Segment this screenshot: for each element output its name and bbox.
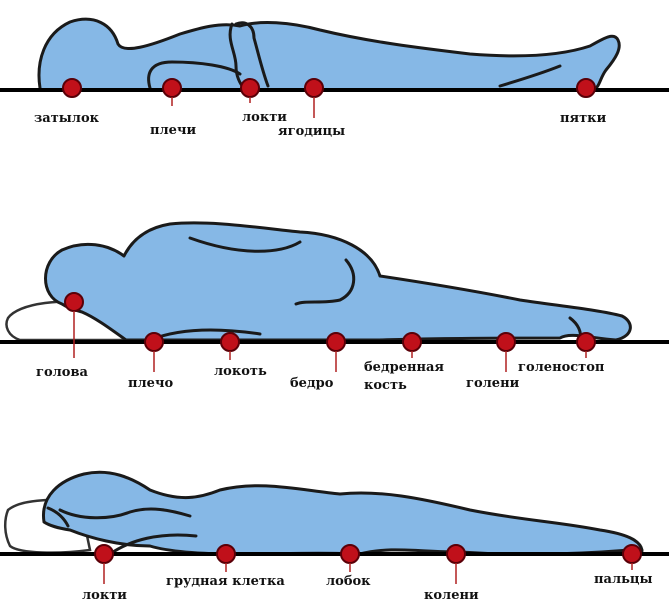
side-head-point — [65, 293, 83, 311]
label-femur-line1: бедренная — [364, 360, 444, 375]
supine-elbows-point — [241, 79, 259, 97]
label-pubis: лобок — [326, 574, 371, 589]
label-shoulder: плечо — [128, 376, 173, 391]
supine-panel: затылок плечи локти ягодицы пятки — [0, 0, 669, 160]
prone-toes-point — [623, 545, 641, 563]
supine-occiput-point — [63, 79, 81, 97]
label-ankle: голеностоп — [518, 360, 604, 375]
prone-pubis-point — [341, 545, 359, 563]
side-panel: голова плечо локоть бедро бедренная кост… — [0, 200, 669, 410]
side-shins-point — [497, 333, 515, 351]
label-shoulders: плечи — [150, 123, 196, 138]
prone-panel: локти грудная клетка лобок колени пальцы — [0, 450, 669, 608]
label-prone-elbows: локти — [82, 588, 127, 603]
supine-heels-point — [577, 79, 595, 97]
label-head: голова — [36, 365, 88, 380]
side-femur-point — [403, 333, 421, 351]
side-ankle-point — [577, 333, 595, 351]
side-body — [46, 223, 631, 340]
label-toes: пальцы — [594, 572, 653, 587]
side-hip-point — [327, 333, 345, 351]
label-chest: грудная клетка — [166, 574, 285, 589]
side-shoulder-point — [145, 333, 163, 351]
label-knees: колени — [424, 588, 479, 603]
prone-chest-point — [217, 545, 235, 563]
prone-knees-point — [447, 545, 465, 563]
label-shins: голени — [466, 376, 519, 391]
prone-elbows-point — [95, 545, 113, 563]
supine-buttocks-point — [305, 79, 323, 97]
label-elbows: локти — [242, 110, 287, 125]
side-elbow-point — [221, 333, 239, 351]
supine-shoulders-point — [163, 79, 181, 97]
label-elbow: локоть — [214, 364, 267, 379]
label-femur-line2: кость — [364, 378, 407, 393]
side-figure — [0, 200, 669, 410]
label-buttocks: ягодицы — [278, 124, 345, 139]
supine-body — [39, 19, 619, 90]
label-hip: бедро — [290, 376, 333, 391]
label-occiput: затылок — [34, 111, 99, 126]
label-heels: пятки — [560, 111, 606, 126]
